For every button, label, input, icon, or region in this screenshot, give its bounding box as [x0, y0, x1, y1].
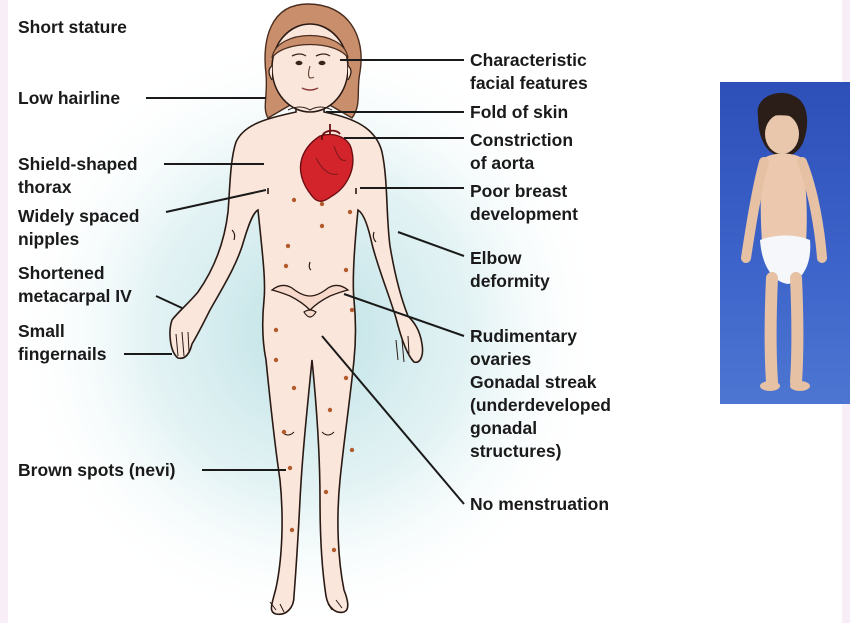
label-small-fingernails: Small fingernails	[18, 320, 107, 366]
nevus	[350, 308, 354, 312]
nevus	[292, 386, 296, 390]
nevus	[344, 268, 348, 272]
photo-legs	[771, 278, 798, 382]
nevus	[274, 328, 278, 332]
label-low-hairline: Low hairline	[18, 87, 120, 110]
nevus	[274, 358, 278, 362]
photo-feet	[760, 381, 780, 391]
nevus	[328, 408, 332, 412]
label-shortened-metacarpal: Shortened metacarpal IV	[18, 262, 132, 308]
label-brown-spots: Brown spots (nevi)	[18, 459, 176, 482]
nevus	[284, 264, 288, 268]
label-shield-thorax: Shield-shaped thorax	[18, 153, 138, 199]
photo-feet	[790, 381, 810, 391]
label-widely-spaced-nipples: Widely spaced nipples	[18, 205, 139, 251]
label-poor-breast-development: Poor breast development	[470, 180, 578, 226]
label-elbow-deformity: Elbow deformity	[470, 247, 550, 293]
nevus	[320, 224, 324, 228]
label-no-menstruation: No menstruation	[470, 493, 609, 516]
label-fold-of-skin: Fold of skin	[470, 101, 568, 124]
child-photograph	[720, 82, 850, 404]
nevus	[290, 528, 294, 532]
label-short-stature: Short stature	[18, 16, 127, 39]
label-rudimentary-ovaries: Rudimentary ovaries Gonadal streak (unde…	[470, 325, 611, 463]
right-eye	[319, 61, 326, 65]
nevus	[288, 466, 292, 470]
nevus	[324, 490, 328, 494]
child-photo-figure	[720, 82, 850, 404]
nevus	[350, 448, 354, 452]
nevus	[344, 376, 348, 380]
nevus	[320, 202, 324, 206]
nevus	[282, 430, 286, 434]
left-eye	[296, 61, 303, 65]
nevus	[332, 548, 336, 552]
nevus	[348, 210, 352, 214]
label-facial-features: Characteristic facial features	[470, 49, 588, 95]
label-constriction-of-aorta: Constriction of aorta	[470, 129, 573, 175]
photo-head	[765, 114, 799, 154]
nevus	[286, 244, 290, 248]
nevus	[292, 198, 296, 202]
